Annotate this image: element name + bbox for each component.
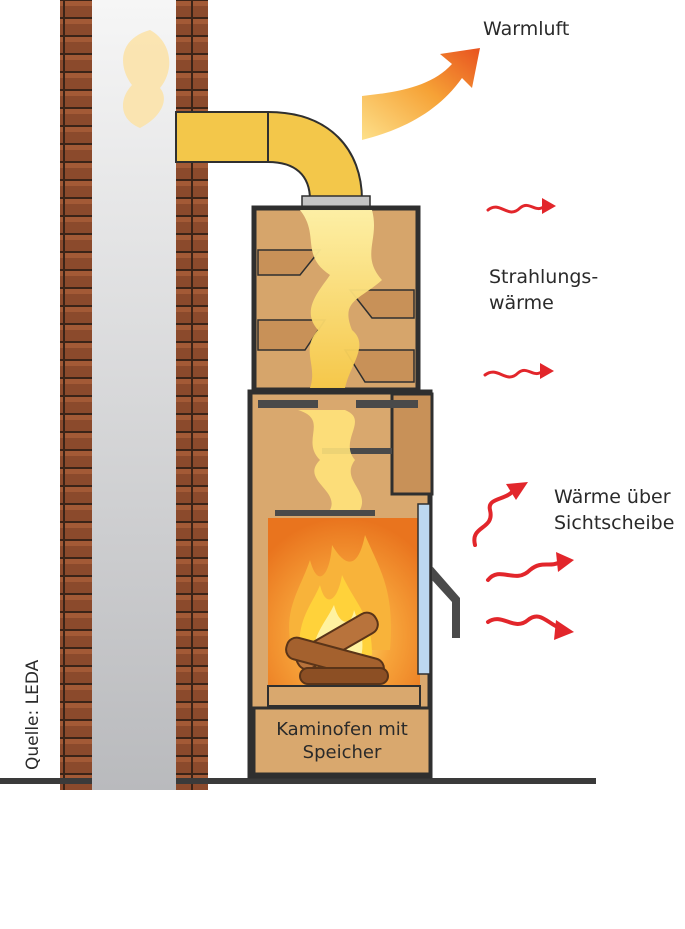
chimney-wall-left <box>60 0 92 790</box>
label-glass-heat-line2: Sichtscheibe <box>554 512 675 534</box>
logs <box>285 611 389 685</box>
label-glass-heat: Wärme über Sichtscheibe <box>554 484 674 536</box>
lower-baffle <box>275 510 375 516</box>
glass-arrowhead <box>556 552 574 572</box>
label-source: Quelle: LEDA <box>23 659 43 770</box>
radiant-arrow <box>483 368 545 379</box>
storage-module <box>251 205 421 393</box>
label-stove: Kaminofen mit Speicher <box>254 718 430 764</box>
glass-pane <box>417 503 431 675</box>
upper-plate-right <box>356 400 418 408</box>
stove-body <box>247 389 460 779</box>
label-radiant-heat: Strahlungs- wärme <box>489 264 598 316</box>
flue-pipe <box>175 111 371 209</box>
ash-tray <box>267 685 421 707</box>
label-radiant-heat-line2: wärme <box>489 292 554 314</box>
smoke-plume <box>122 30 170 128</box>
floor-right <box>176 778 596 784</box>
middle-baffle <box>322 448 392 454</box>
flue-gas-zigzag <box>300 210 382 388</box>
label-stove-line2: Speicher <box>302 742 382 763</box>
hot-gas-rise <box>298 410 363 510</box>
radiant-arrow <box>486 203 547 214</box>
radiant-arrowhead <box>540 363 554 379</box>
warm-air-arrow <box>362 48 480 140</box>
label-warm-air: Warmluft <box>483 18 570 40</box>
upper-plate <box>258 400 318 408</box>
label-stove-line1: Kaminofen mit <box>276 719 408 740</box>
glass-arrowhead <box>554 620 574 640</box>
label-glass-heat-line1: Wärme über <box>554 486 671 508</box>
label-radiant-heat-line1: Strahlungs- <box>489 266 599 288</box>
glass-arrowhead <box>506 482 528 500</box>
stove-side-panel <box>390 392 434 496</box>
glass-arrow <box>486 560 562 582</box>
glass-heat-arrows <box>472 490 562 630</box>
glass-arrow <box>472 490 514 547</box>
door-handle <box>432 566 460 638</box>
base-plinth <box>252 706 432 776</box>
floor-left <box>0 778 92 784</box>
glass-arrow <box>486 614 562 630</box>
chimney <box>60 0 208 790</box>
chimney-flue <box>92 0 176 790</box>
radiant-heat-arrows-upper <box>483 203 547 379</box>
radiant-arrowhead <box>542 198 556 214</box>
